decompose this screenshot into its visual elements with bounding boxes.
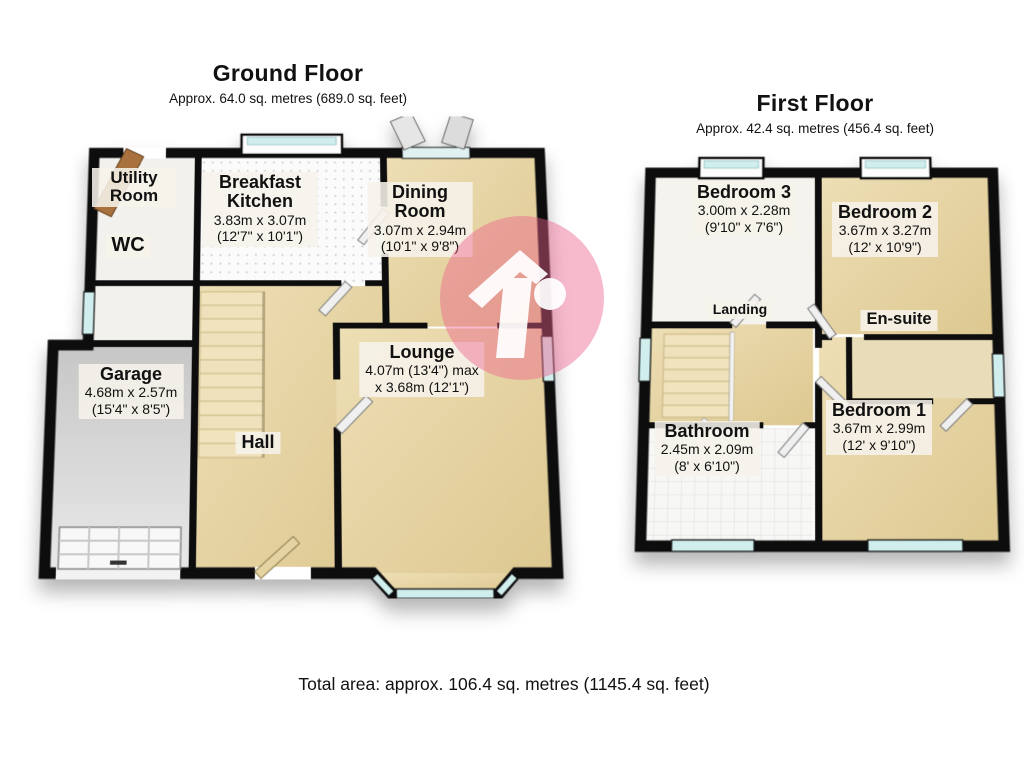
label-bedroom-1: Bedroom 1 3.67m x 2.99m (12' x 9'10") xyxy=(825,400,933,456)
ensuite-window xyxy=(992,354,1004,398)
room-name: Lounge xyxy=(389,342,455,362)
room-dims-metric: 3.07m x 2.94m xyxy=(373,221,467,238)
room-dims-metric: 3.00m x 2.28m xyxy=(697,202,791,219)
first-floor-plan xyxy=(599,141,1023,556)
bedroom2-door xyxy=(808,304,836,339)
label-en-suite: En-suite xyxy=(860,310,938,331)
landing-window xyxy=(639,338,651,381)
label-lounge: Lounge 4.07m (13'4") max x 3.68m (12'1") xyxy=(359,342,485,398)
bathroom-window xyxy=(671,540,754,551)
ground-floor-header: Ground Floor Approx. 64.0 sq. metres (68… xyxy=(169,60,407,106)
room-name: En-suite xyxy=(866,310,932,328)
label-dining-room: Dining Room 3.07m x 2.94m (10'1" x 9'8") xyxy=(367,182,473,257)
room-name: Bedroom 1 xyxy=(831,400,927,420)
label-hall: Hall xyxy=(235,432,281,455)
ground-floor-title: Ground Floor xyxy=(212,60,364,86)
label-bedroom-3: Bedroom 3 3.00m x 2.28m (9'10" x 7'6") xyxy=(690,182,798,238)
bedroom1-door xyxy=(815,376,849,410)
kitchen-hall-door xyxy=(319,281,352,315)
room-dims-imperial: (9'10" x 7'6") xyxy=(704,218,784,235)
room-name: Bathroom xyxy=(664,421,750,441)
first-floor-drawing xyxy=(599,141,1023,556)
room-dims-imperial: (12' x 9'10") xyxy=(842,436,916,453)
room-dims-metric: 3.83m x 3.07m xyxy=(213,211,307,228)
room-name: Bedroom 2 xyxy=(837,202,933,222)
wc-window xyxy=(82,292,94,335)
room-name: Dining Room xyxy=(391,182,448,222)
wc-floor xyxy=(88,284,197,345)
lounge-side-window xyxy=(542,336,555,381)
room-dims-metric: 3.67m x 3.27m xyxy=(838,222,932,239)
first-floor-area: Approx. 42.4 sq. metres (456.4 sq. feet) xyxy=(696,121,934,136)
room-name: Bedroom 3 xyxy=(696,182,792,202)
room-name: Breakfast Kitchen xyxy=(218,172,302,212)
room-dims-metric: 4.07m (13'4") max xyxy=(365,362,479,379)
staircase-landing xyxy=(661,332,741,447)
room-dims-imperial: (12'7" x 10'1") xyxy=(216,228,304,245)
label-bedroom-2: Bedroom 2 3.67m x 3.27m (12' x 10'9") xyxy=(831,202,939,258)
room-name: WC xyxy=(111,234,145,256)
label-landing: Landing xyxy=(706,301,774,319)
room-dims-imperial: x 3.68m (12'1") xyxy=(374,378,469,395)
room-dims-imperial: (10'1" x 9'8") xyxy=(380,238,460,255)
room-dims-metric: 2.45m x 2.09m xyxy=(660,441,754,458)
room-name: Garage xyxy=(99,364,163,384)
garage-door xyxy=(56,527,181,580)
room-dims-metric: 3.67m x 2.99m xyxy=(832,420,926,437)
ground-floor-area: Approx. 64.0 sq. metres (689.0 sq. feet) xyxy=(169,91,407,106)
room-dims-imperial: (8' x 6'10") xyxy=(674,457,740,474)
dining-french-doors xyxy=(390,116,474,158)
first-floor-title: First Floor xyxy=(756,90,874,116)
first-floor-header: First Floor Approx. 42.4 sq. metres (456… xyxy=(696,90,934,136)
staircase xyxy=(198,292,265,458)
label-wc: WC xyxy=(105,234,151,259)
bedroom3-window xyxy=(699,158,763,178)
bedroom3-door xyxy=(730,294,761,327)
interior-walls-first xyxy=(643,172,1000,547)
kitchen-window xyxy=(241,135,342,155)
bedroom2-window xyxy=(860,158,930,178)
room-name: Utility Room xyxy=(109,168,159,206)
label-breakfast-kitchen: Breakfast Kitchen 3.83m x 3.07m (12'7" x… xyxy=(202,172,318,247)
room-name: Landing xyxy=(712,301,768,317)
ensuite-floor xyxy=(851,337,1000,399)
room-dims-imperial: (12' x 10'9") xyxy=(848,238,922,255)
total-area-text: Total area: approx. 106.4 sq. metres (11… xyxy=(298,674,710,694)
label-utility-room: Utility Room xyxy=(92,168,176,208)
room-dims-imperial: (15'4" x 8'5") xyxy=(91,400,171,417)
label-bathroom: Bathroom 2.45m x 2.09m (8' x 6'10") xyxy=(654,421,760,477)
room-name: Hall xyxy=(241,432,275,452)
room-dims-metric: 4.68m x 2.57m xyxy=(84,384,178,401)
label-garage: Garage 4.68m x 2.57m (15'4" x 8'5") xyxy=(78,364,184,420)
bedroom1-window xyxy=(868,540,963,551)
